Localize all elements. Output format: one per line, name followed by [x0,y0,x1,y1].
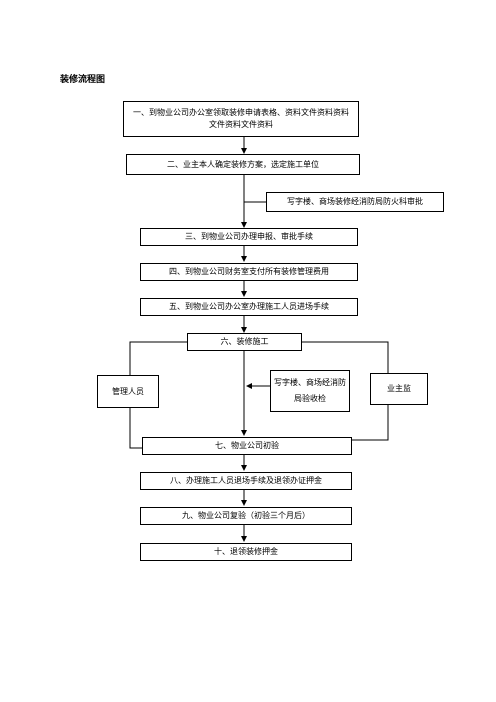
step-5-label: 五、到物业公司办公室办理施工人员进场手续 [169,302,329,311]
step-2-box: 二、业主本人确定装修方案，选定施工单位 [126,154,360,175]
step-2-label: 二、业主本人确定装修方案，选定施工单位 [167,159,319,169]
step-3-label: 三、到物业公司办理申报、审批手续 [185,232,313,241]
step-7-label: 七、物业公司初验 [215,441,279,450]
manager-label: 管理人员 [112,386,144,396]
step-7-box: 七、物业公司初验 [142,437,352,455]
step-9-label: 九、物业公司复验（初验三个月后） [182,511,310,520]
fire-approval-label: 写字楼、商场装修经消防局防火科审批 [287,197,423,206]
owner-supervision-label: 业主监 [387,384,411,393]
step-6-box: 六、装修施工 [187,333,302,351]
owner-supervision-box: 业主监 [370,373,428,405]
fire-approval-note: 写字楼、商场装修经消防局防火科审批 [266,192,444,212]
step-4-box: 四、到物业公司财务室支付所有装修管理费用 [140,263,358,281]
fire-acceptance-note: 写字楼、商场经消防局验收检 [270,370,350,412]
step-1-box: 一、到物业公司办公室领取装修申请表格、资料文件资料资料文件资料文件资料 [123,101,359,137]
step-1-label: 一、到物业公司办公室领取装修申请表格、资料文件资料资料文件资料文件资料 [133,108,349,129]
step-3-box: 三、到物业公司办理申报、审批手续 [140,228,358,246]
step-6-label: 六、装修施工 [220,337,269,346]
page-title: 装修流程图 [60,75,106,85]
step-8-box: 八、办理施工人员退场手续及退领办证押金 [140,472,352,490]
step-9-box: 九、物业公司复验（初验三个月后） [140,507,352,525]
fire-acceptance-label: 写字楼、商场经消防局验收检 [274,378,346,403]
step-10-label: 十、退领装修押金 [214,547,278,556]
step-8-label: 八、办理施工人员退场手续及退领办证押金 [170,476,322,485]
manager-box: 管理人员 [97,375,159,408]
step-5-box: 五、到物业公司办公室办理施工人员进场手续 [140,298,358,316]
step-4-label: 四、到物业公司财务室支付所有装修管理费用 [169,267,329,276]
step-10-box: 十、退领装修押金 [140,543,352,561]
